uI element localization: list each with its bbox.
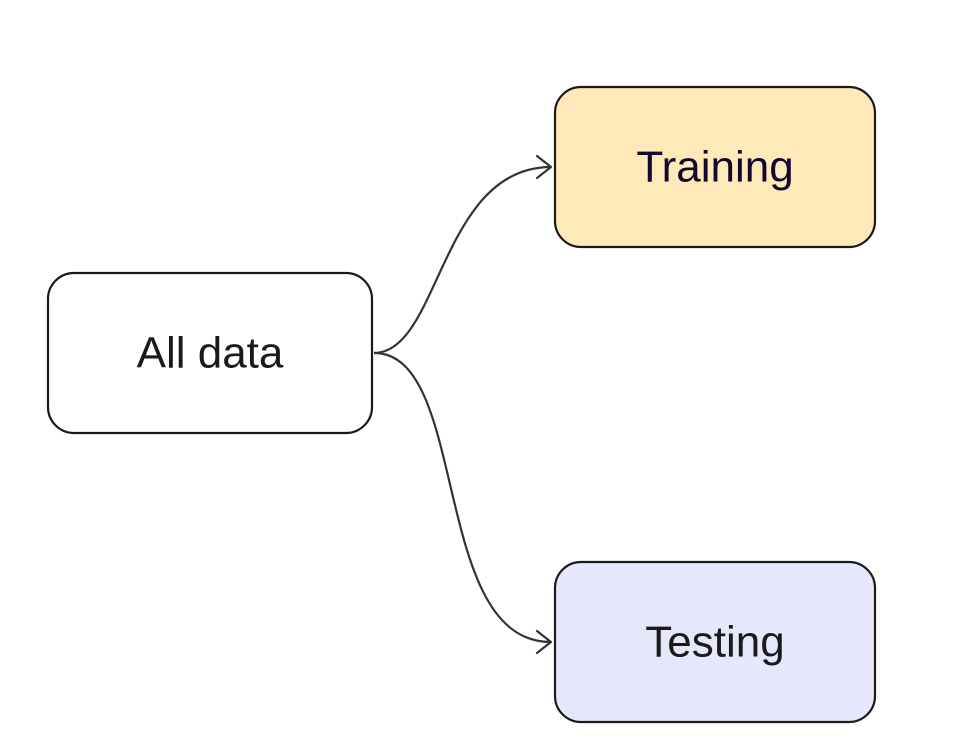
node-all-data[interactable]: All data: [46, 271, 374, 435]
arrowhead-training: [535, 154, 553, 180]
node-testing-box: [553, 560, 877, 724]
node-testing-label: Testing: [645, 618, 784, 667]
edges: [373, 154, 553, 655]
edge-all-data-to-training: [373, 165, 552, 355]
node-all-data-label: All data: [137, 329, 284, 378]
node-testing[interactable]: Testing: [553, 560, 877, 724]
node-training-box: [553, 85, 877, 249]
arrowhead-testing: [535, 629, 553, 655]
node-all-data-box: [46, 271, 374, 435]
edge-all-data-to-testing: [373, 351, 552, 644]
node-training-label: Training: [636, 143, 793, 192]
node-training[interactable]: Training: [553, 85, 877, 249]
